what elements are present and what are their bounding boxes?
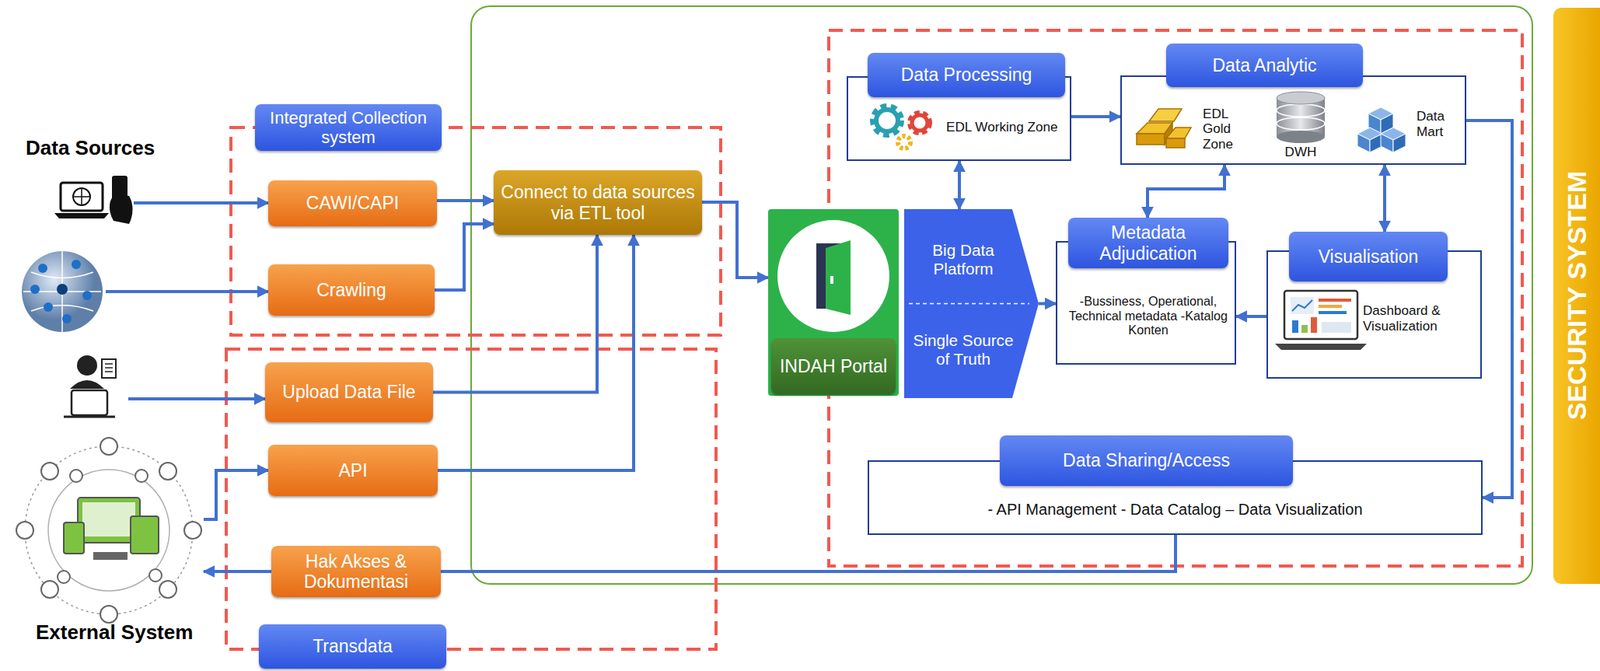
label-text: SECURITY SYSTEM: [1561, 171, 1593, 421]
label-text: Dashboard & Visualization: [1362, 303, 1483, 334]
node-box: Crawling: [268, 264, 435, 316]
external-system-icon: [16, 437, 202, 623]
text-area: -Bussiness, Operational, Technical metad…: [1063, 272, 1234, 360]
cubes-icon: [1357, 107, 1406, 153]
caption-label: External System: [35, 620, 193, 644]
label-text: Integrated Collection system: [259, 108, 437, 148]
text-area: SECURITY SYSTEM: [1554, 7, 1600, 584]
connector: [1466, 120, 1513, 498]
connector: [434, 223, 494, 290]
label-text: DWH: [1285, 144, 1318, 161]
label-text: Data Analytic: [1212, 55, 1317, 76]
node-box: Integrated Collection system: [255, 104, 442, 151]
icon-arrows: [105, 202, 272, 572]
node-box: Big Data PlatformSingle Source of Truth: [904, 209, 1039, 399]
pill: INDAH Portal: [771, 338, 896, 395]
label-text: Data Sharing/Access: [1062, 450, 1230, 471]
label-text: Metadata Adjudication: [1072, 222, 1224, 264]
node-box: INDAH Portal: [768, 209, 899, 396]
text-area: EDL Gold Zone: [1202, 97, 1259, 161]
node-box: Metadata Adjudication -Bussiness, Operati…: [1055, 217, 1237, 365]
pill: Crawling: [268, 264, 435, 316]
label-text: Transdata: [312, 635, 393, 657]
text-area: DWH: [1275, 143, 1326, 162]
database-icon: [1276, 91, 1325, 144]
connector: [1038, 302, 1056, 306]
pill: Transdata: [258, 624, 447, 669]
connector: [1383, 164, 1387, 232]
node-box: Data ProcessingEDL Working Zone: [846, 52, 1072, 161]
connector: [437, 234, 634, 471]
platform-region: [471, 6, 1533, 584]
node-box: Upload Data File: [265, 362, 434, 423]
label-text: Connect to data sources via ETL tool: [498, 181, 698, 224]
pill: Data Processing: [867, 52, 1066, 98]
text-area: Single Source of Truth: [907, 308, 1020, 392]
label-text: EDL Gold Zone: [1202, 106, 1259, 153]
connector: [702, 202, 769, 278]
connector: [433, 234, 598, 393]
node-box: VisualisationDashboard & Visualization: [1266, 231, 1482, 379]
label-holder: External System: [35, 620, 193, 645]
label-text: INDAH Portal: [779, 356, 888, 377]
person-icon: [63, 355, 116, 417]
label-text: Crawling: [316, 279, 386, 301]
connector: [436, 199, 494, 203]
text-area: Dashboard & Visualization: [1362, 293, 1483, 344]
node-box: SECURITY SYSTEM: [1553, 7, 1600, 584]
label-text: Hak Akses & Dokumentasi: [275, 551, 437, 593]
caption-label: Data Sources: [25, 136, 155, 160]
globe-icon: [21, 251, 103, 332]
dashed-regions: [226, 30, 1523, 650]
node-box: Connect to data sources via ETL tool: [493, 170, 703, 235]
label-text: EDL Working Zone: [946, 119, 1058, 136]
connector: [957, 160, 961, 210]
label-text: Upload Data File: [282, 381, 416, 402]
node-box: API: [268, 444, 438, 497]
pill: Visualisation: [1289, 231, 1448, 282]
label-text: Single Source of Truth: [907, 331, 1020, 369]
gears-icon: [873, 107, 930, 149]
connector: [1236, 314, 1267, 318]
connector: [1147, 164, 1225, 218]
pill: CAWI/CAPI: [268, 180, 437, 227]
label-holder: Data Sources: [25, 136, 155, 161]
node-box: Data AnalyticEDL Gold ZoneDWH Data Mart: [1120, 43, 1467, 165]
pill: Connect to data sources via ETL tool: [493, 170, 703, 235]
text-area: Data Mart: [1416, 101, 1468, 148]
text-area: Big Data Platform: [907, 221, 1020, 298]
label-text: - API Management - Data Catalog – Data V…: [987, 500, 1363, 519]
label-text: Big Data Platform: [907, 241, 1020, 279]
arrow-shape: [904, 209, 1039, 399]
pill: Upload Data File: [265, 362, 434, 423]
pill: Hak Akses & Dokumentasi: [271, 545, 441, 598]
pill: Integrated Collection system: [255, 104, 442, 151]
connector: [440, 534, 1176, 572]
dashboard-icon: [1275, 290, 1367, 350]
pill: Data Analytic: [1166, 43, 1363, 88]
label-text: -Bussiness, Operational, Technical metad…: [1063, 293, 1234, 338]
laptop-icon: [54, 175, 133, 224]
label-text: Visualisation: [1318, 246, 1419, 267]
node-box: CAWI/CAPI: [268, 180, 437, 227]
label-text: Data Mart: [1416, 108, 1468, 140]
node-box: Data Sharing/Access - API Management - Da…: [867, 435, 1483, 535]
gold-bars-icon: [1136, 108, 1192, 148]
label-text: CAWI/CAPI: [306, 192, 399, 214]
label-text: Data Processing: [901, 64, 1033, 85]
label-text: API: [338, 460, 367, 481]
text-area: - API Management - Data Catalog – Data V…: [875, 488, 1475, 531]
node-box: Hak Akses & Dokumentasi: [271, 545, 441, 598]
text-area: EDL Working Zone: [946, 104, 1060, 151]
pill: Data Sharing/Access: [999, 435, 1293, 486]
connector: [1071, 115, 1121, 119]
node-box: Transdata: [258, 624, 447, 669]
pill: API: [268, 444, 438, 497]
pill: Metadata Adjudication: [1068, 217, 1229, 269]
